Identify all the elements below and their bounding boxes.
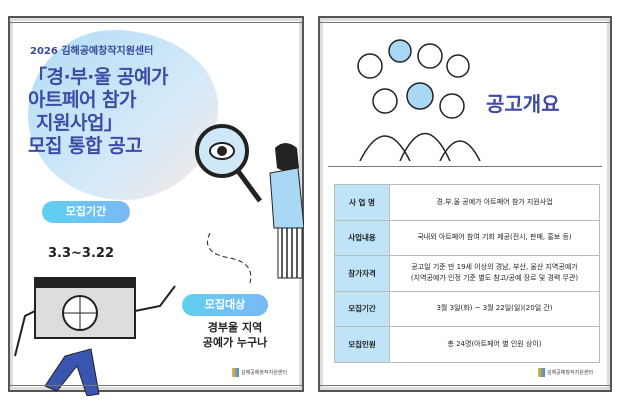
- divider: [328, 166, 602, 167]
- period-value: 3.3~3.22: [48, 246, 114, 261]
- background-blob: [28, 30, 218, 200]
- target-description: 경부울 지역 공예가 누구나: [180, 320, 290, 350]
- target-line: 경부울 지역: [207, 321, 263, 334]
- target-badge: 모집대상: [182, 294, 268, 316]
- organizer-subtitle: 2026 김해공예창작지원센터: [30, 46, 154, 57]
- organizer-logo: 김해공예창작지원센터: [538, 368, 593, 377]
- poster-title: 「경·부·울 공예가 아트페어 참가 지원사업」 모집 통합 공고: [28, 66, 168, 158]
- title-line: 아트페어 참가: [28, 89, 136, 111]
- overview-heading: 공고개요: [486, 92, 560, 116]
- title-line: 「경·부·울 공예가: [28, 66, 168, 88]
- logo-mark-icon: [538, 368, 545, 377]
- title-line: 모집 통합 공고: [28, 135, 143, 157]
- crowd-illustration: [357, 39, 481, 161]
- target-line: 공예가 누구나: [202, 336, 268, 349]
- title-line: 지원사업」: [36, 112, 123, 134]
- logo-mark-icon: [232, 368, 239, 377]
- browser-character-illustration: [14, 277, 176, 396]
- organizer-logo: 김해공예창작지원센터: [232, 368, 287, 377]
- magnifier-person-illustration: [195, 124, 304, 284]
- poster-left: 2026 김해공예창작지원센터 「경·부·울 공예가 아트페어 참가 지원사업」…: [8, 16, 304, 396]
- period-badge: 모집기간: [42, 201, 130, 223]
